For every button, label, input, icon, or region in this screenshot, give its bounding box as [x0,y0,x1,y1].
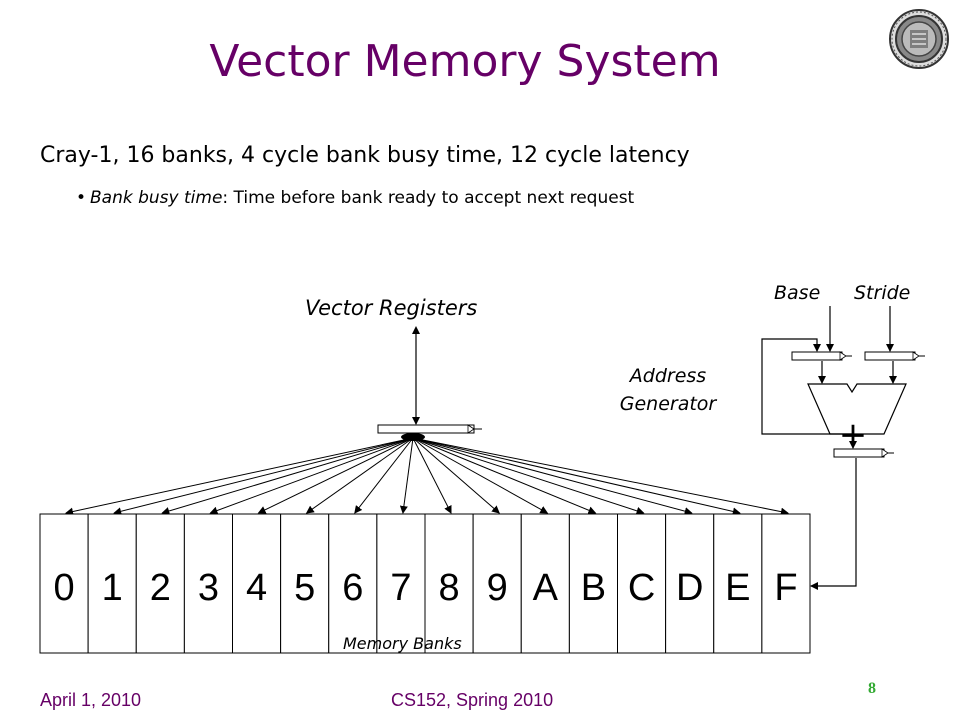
bank-label: B [581,567,606,609]
bank-label: 2 [150,567,171,609]
bank-label: C [628,567,655,609]
bank-label: E [725,567,750,609]
bullet-sub: • Bank busy time: Time before bank ready… [76,188,635,208]
bank-box [87,513,137,654]
bank-label: 5 [294,567,315,609]
slide-title: Vector Memory System [209,36,721,87]
bank-arrow [412,437,597,515]
page-number: 8 [868,680,876,697]
address-to-banks [810,458,857,590]
vector-registers-label: Vector Registers [305,296,478,320]
bullet-main: Cray-1, 16 banks, 4 cycle bank busy time… [40,143,690,168]
bank-label: A [533,567,559,609]
bank-box [280,513,330,654]
bank-box [568,513,618,654]
bullet-sub-rest: : Time before bank ready to accept next … [222,188,635,208]
stride-label: Stride [854,282,911,304]
base-register [791,351,843,361]
bank-box [328,513,378,654]
bank-label: 1 [102,567,123,609]
bank-box [183,513,233,654]
bank-box [424,513,474,654]
bank-box [617,513,667,654]
bank-arrow [161,437,414,515]
stride-register [864,351,916,361]
bank-label: 4 [246,567,267,609]
address-generator-label: Address Generator [619,365,717,415]
bank-arrow [412,437,789,516]
address-register [833,448,885,458]
bank-arrow [354,437,414,514]
bank-arrow [412,437,645,515]
bank-box [39,513,89,654]
bank-box [135,513,185,654]
bank-arrow [412,437,693,516]
bank-label: 0 [53,567,74,609]
bank-label: 9 [487,567,508,609]
footer-course: CS152, Spring 2010 [391,690,554,710]
bank-arrow [257,437,414,514]
bank-box [232,513,282,654]
bank-arrow [65,437,414,516]
bank-arrow [113,437,414,516]
bank-box [713,513,763,654]
vector-register-box [377,424,475,434]
bullet-sub-term: Bank busy time [90,188,223,208]
bank-arrow [412,437,500,514]
bank-box [472,513,522,654]
bullet-dot: • [76,188,87,208]
bank-label: 6 [342,567,363,609]
fanout-arrows [65,437,789,516]
bank-box [520,513,570,654]
bank-box [665,513,715,654]
bank-label: F [774,567,797,609]
bank-arrow [412,437,452,514]
footer-date: April 1, 2010 [40,690,142,710]
bank-arrow [305,437,414,514]
bank-arrow [399,437,414,514]
bank-label: 7 [390,567,411,609]
bank-arrow [412,437,741,516]
bank-arrow [209,437,414,515]
base-label: Base [774,282,821,304]
feedback-loop [761,338,853,435]
bank-label: 8 [438,567,459,609]
university-seal-icon [889,9,949,69]
bank-label: D [676,567,703,609]
bank-label: 3 [198,567,219,609]
bank-box [761,513,811,654]
memory-banks-label: Memory Banks [343,634,462,653]
bank-arrow [412,437,549,514]
